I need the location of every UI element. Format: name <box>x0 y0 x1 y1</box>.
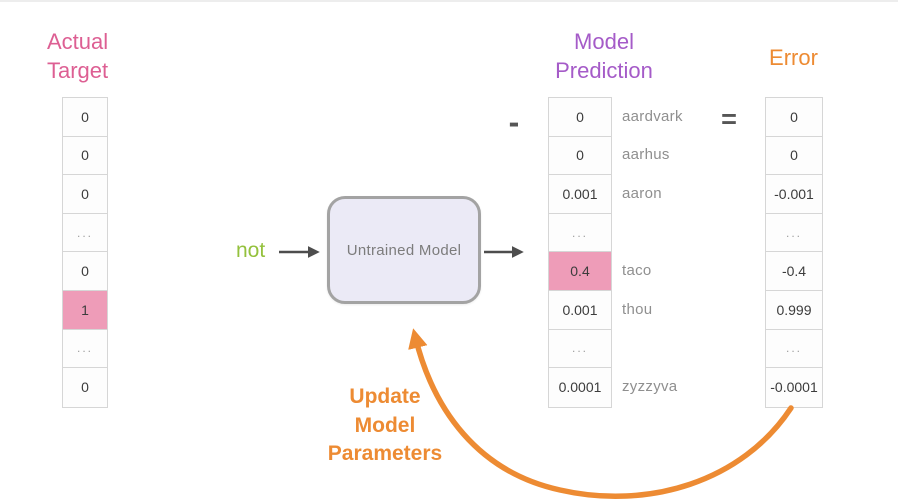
vector-cell: 0 <box>63 175 107 214</box>
word-label: aardvark <box>622 107 683 125</box>
vector-cell: -0.0001 <box>766 368 822 407</box>
actual-target-header: Actual Target <box>47 29 109 83</box>
vocabulary-word-labels: aardvark aarhus aaron taco thou zyzzyva <box>622 97 683 406</box>
vector-cell: 1 <box>63 290 107 330</box>
vector-cell: ... <box>63 329 107 369</box>
model-prediction-header: Model Prediction <box>555 29 653 83</box>
vector-cell: -0.4 <box>766 252 822 291</box>
equals-operator: = <box>721 103 737 134</box>
vector-cell: ... <box>766 213 822 253</box>
vector-cell: 0 <box>63 136 107 176</box>
vector-cell: 0 <box>549 136 611 176</box>
untrained-model-label: Untrained Model <box>346 241 462 259</box>
update-model-parameters-label: Update Model Parameters <box>327 385 443 465</box>
vector-cell: ... <box>63 213 107 253</box>
vector-cell: 0 <box>766 136 822 176</box>
word-label: aaron <box>622 184 662 202</box>
vector-cell: 0.4 <box>549 252 611 291</box>
vector-cell: 0.0001 <box>549 368 611 407</box>
vector-cell: 0.001 <box>549 175 611 214</box>
vector-cell: 0 <box>766 98 822 137</box>
vector-cell: 0.999 <box>766 290 822 330</box>
vector-cell: ... <box>766 329 822 369</box>
vector-cell: 0.001 <box>549 290 611 330</box>
word-label: thou <box>622 300 653 318</box>
vector-cell: 0 <box>63 368 107 407</box>
untrained-model-box: Untrained Model <box>327 196 481 304</box>
input-word-label: not <box>236 239 266 262</box>
error-header: Error <box>769 45 818 70</box>
vector-cell: 0 <box>549 98 611 137</box>
word-label: aarhus <box>622 146 670 164</box>
word-label: zyzzyva <box>622 377 678 395</box>
vector-cell: ... <box>549 329 611 369</box>
vector-cell: -0.001 <box>766 175 822 214</box>
word-label <box>622 329 683 368</box>
word-label <box>622 213 683 252</box>
vector-cell: 0 <box>63 98 107 137</box>
vector-cell: 0 <box>63 252 107 291</box>
word-label: taco <box>622 262 652 280</box>
minus-operator: - <box>508 103 520 140</box>
vector-cell: ... <box>549 213 611 253</box>
